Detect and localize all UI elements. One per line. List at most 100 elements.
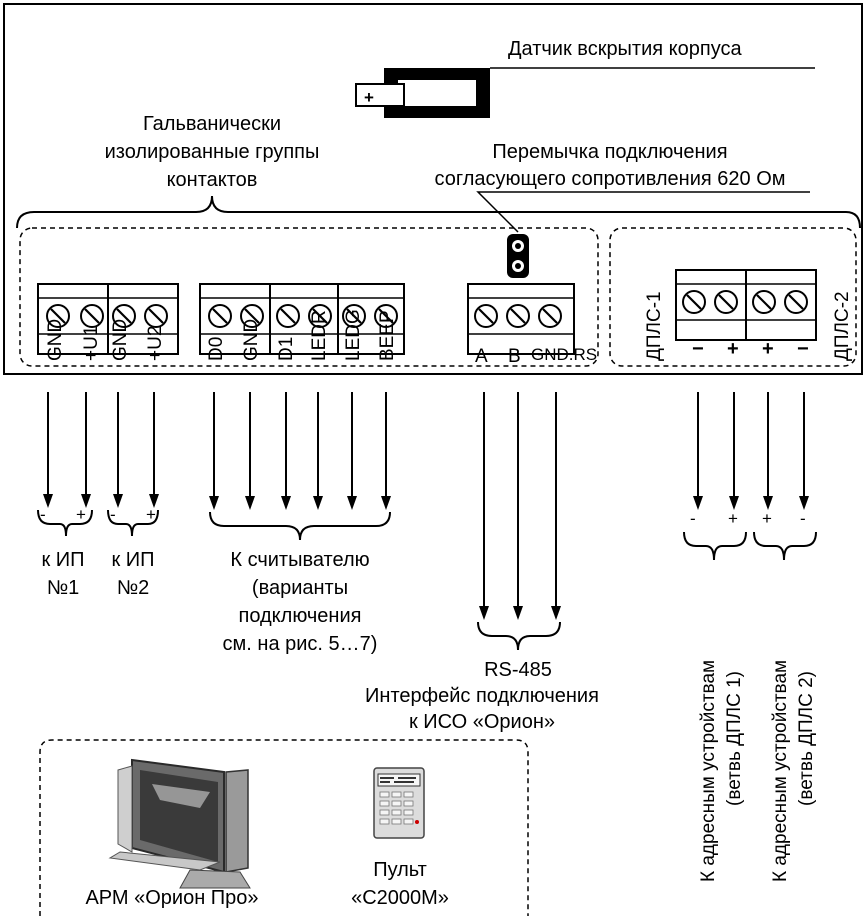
reader-terminal-block-3 [337, 283, 405, 355]
dpls-contacts-group [609, 227, 857, 367]
galv-label-line3: контактов [167, 169, 258, 191]
terminal-label: +U1 [81, 326, 102, 361]
terminal-label: LEDG [343, 309, 364, 361]
wire-arrow [799, 392, 809, 510]
wire-arrow [479, 392, 489, 620]
terminal-label: A [475, 346, 488, 367]
screw-terminal [112, 304, 136, 328]
ip2-plus: + [146, 505, 156, 524]
jumper-leader-line [476, 191, 810, 233]
ip2-brace [107, 509, 159, 537]
screw-terminal [374, 304, 398, 328]
pult-label-line2: «С2000М» [351, 887, 449, 909]
dpls2-brace [753, 531, 817, 561]
screw-terminal [240, 304, 264, 328]
main-contacts-group [19, 227, 599, 367]
terminal-label: BEEP [377, 310, 398, 361]
reader-label-line4: см. на рис. 5…7) [223, 633, 378, 655]
wire-arrow [551, 392, 561, 620]
terminal-label: B [508, 346, 521, 367]
dpls2-caption-line2: (ветвь ДПЛС 2) [796, 671, 817, 806]
wire-arrow [347, 392, 357, 510]
terminal-labels-power: GND +U1 GND +U2 [45, 319, 166, 361]
screw-terminal [80, 304, 104, 328]
wire-arrow [281, 392, 291, 510]
wire-arrow [113, 392, 123, 508]
screw-terminal [682, 290, 706, 314]
ip1-label-line2: №1 [47, 577, 80, 599]
reader-label-line2: (варианты [252, 577, 348, 599]
tamper-sensor: + [355, 67, 815, 118]
wire-arrow [729, 392, 739, 510]
screw-terminal [474, 304, 498, 328]
wire-arrow [381, 392, 391, 510]
ip1-plus: + [76, 505, 86, 524]
screw-terminal [538, 304, 562, 328]
wire-arrow [763, 392, 773, 510]
tamper-plus-label: + [364, 88, 374, 107]
screw-terminal [276, 304, 300, 328]
dpls2-label: ДПЛС-2 [832, 291, 853, 361]
terminal-label: D0 [206, 337, 227, 361]
wire-arrow [81, 392, 91, 508]
wire-arrow [149, 392, 159, 508]
ip1-brace [37, 509, 93, 537]
screw-terminal [784, 290, 808, 314]
rs485-label-line3: к ИСО «Орион» [409, 711, 555, 733]
ip1-minus: - [40, 505, 46, 524]
screw-terminal [714, 290, 738, 314]
dpls1-caption-line1: К адресным устройствам [698, 660, 719, 882]
jumper-label-line2: согласующего сопротивления 620 Ом [435, 168, 786, 190]
screw-terminal [46, 304, 70, 328]
wire-arrow [43, 392, 53, 508]
screw-terminal [506, 304, 530, 328]
rs485-brace [477, 621, 561, 651]
terminal-labels-reader: D0 GND D1 LEDR LEDG BEEP [206, 309, 398, 361]
equipment-group [39, 739, 529, 916]
dpls1-brace [683, 531, 747, 561]
dpls-sign: − [797, 338, 809, 360]
screw-terminal [308, 304, 332, 328]
galv-label-line2: изолированные группы [105, 141, 320, 163]
terminal-label: +U2 [145, 326, 166, 361]
dpls-terminal-block-1 [675, 269, 747, 341]
dpls1-caption-line2: (ветвь ДПЛС 1) [724, 671, 745, 806]
power-terminal-block-2 [107, 283, 179, 355]
terminal-labels-dpls: ДПЛС-1 ДПЛС-2 − + + − [644, 291, 853, 361]
rs485-terminal-block [467, 283, 575, 355]
arm-label: АРМ «Орион Про» [85, 887, 258, 909]
terminal-label: D1 [276, 337, 297, 361]
dpls1-minus: - [690, 509, 696, 528]
wire-arrow [245, 392, 255, 510]
terminal-labels-rs485: A B GND.RS [475, 345, 597, 367]
keypad-icon [373, 767, 425, 839]
terminal-label: LEDR [309, 310, 330, 361]
tamper-label: Датчик вскрытия корпуса [508, 38, 742, 60]
jumper-label-line1: Перемычка подключения [492, 141, 727, 163]
reader-terminal-block-1 [199, 283, 271, 355]
power-terminal-block-1 [37, 283, 109, 355]
ip2-label-line2: №2 [117, 577, 150, 599]
screw-terminal [752, 290, 776, 314]
dpls-sign: − [692, 338, 704, 360]
wire-arrow [313, 392, 323, 510]
reader-label-line3: подключения [239, 605, 362, 627]
rs485-label-line2: Интерфейс подключения [365, 685, 599, 707]
reader-label-line1: К считывателю [230, 549, 369, 571]
dpls1-plus: + [728, 509, 738, 528]
dpls2-caption-line1: К адресным устройствам [770, 660, 791, 882]
dpls2-minus: - [800, 509, 806, 528]
dpls-terminal-block-2 [745, 269, 817, 341]
reader-brace [209, 511, 391, 541]
terminal-label: GND [110, 319, 131, 361]
terminal-label: GND [241, 319, 262, 361]
wire-arrow [209, 392, 219, 510]
rs485-label-line1: RS-485 [484, 659, 552, 681]
ip2-minus: - [110, 505, 116, 524]
screw-terminal [342, 304, 366, 328]
dpls2-plus: + [762, 509, 772, 528]
dpls-sign: + [727, 338, 739, 360]
pult-label-line1: Пульт [373, 859, 427, 881]
terminal-label: GND [45, 319, 66, 361]
